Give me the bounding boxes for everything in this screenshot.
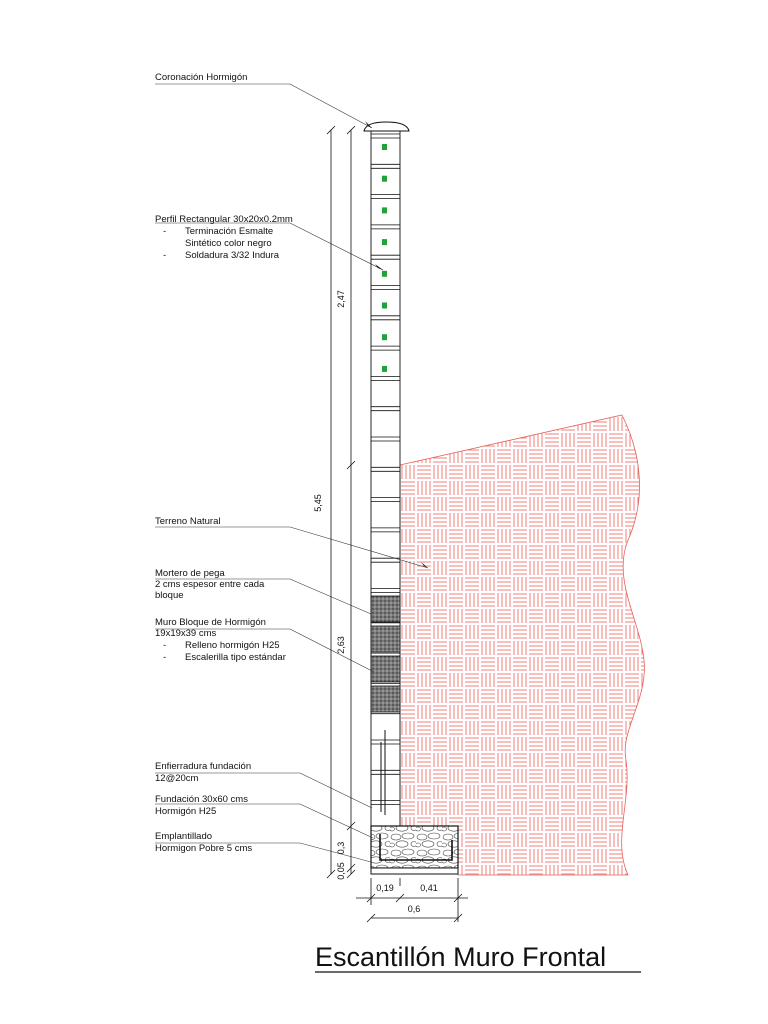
label-mortero-line2: bloque — [155, 590, 184, 601]
label-emplantillado-line1: Hormigon Pobre 5 cms — [155, 843, 252, 854]
label-enfierradura-title: Enfierradura fundación — [155, 761, 251, 772]
dim-width-footing: 0,41 — [420, 883, 438, 893]
label-fundacion-title: Fundación 30x60 cms — [155, 794, 248, 805]
concrete-blocks — [370, 595, 401, 713]
profile-marker — [382, 365, 387, 372]
dim-lower: 2,63 — [336, 636, 346, 654]
vertical-dimensions — [326, 125, 356, 879]
label-perfil-line1b: Sintético color negro — [185, 238, 272, 249]
label-mortero-line1: 2 cms espesor entre cada — [155, 579, 265, 590]
dim-upper: 2,47 — [336, 290, 346, 308]
label-muro-dash2: - — [163, 652, 166, 663]
horizontal-dimensions — [356, 878, 468, 923]
label-mortero-title: Mortero de pega — [155, 568, 225, 579]
blinding-layer — [370, 867, 459, 875]
dim-foundation: 0,3 — [336, 842, 346, 855]
profile-marker — [382, 239, 387, 246]
dim-width-total: 0,6 — [408, 904, 421, 914]
label-muro-title: Muro Bloque de Hormigón — [155, 617, 266, 628]
label-perfil-line2: Soldadura 3/32 Indura — [185, 250, 280, 261]
dim-base: 0,05 — [336, 862, 346, 880]
label-muro-item1: Relleno hormigón H25 — [185, 640, 280, 651]
label-perfil-title: Perfil Rectangular 30x20x0.2mm — [155, 214, 293, 225]
footing — [370, 825, 459, 869]
terrain-hatch — [399, 414, 645, 876]
dim-total-height: 5,45 — [313, 494, 323, 512]
label-perfil-dash2: - — [163, 250, 166, 261]
label-enfierradura-line1: 12@20cm — [155, 773, 199, 784]
label-terreno: Terreno Natural — [155, 516, 220, 527]
label-muro-item2: Escalerilla tipo estándar — [185, 652, 286, 663]
wall-rebar — [380, 730, 386, 815]
label-perfil-line1: Terminación Esmalte — [185, 226, 273, 237]
leader-arrows — [365, 121, 428, 568]
dim-width-wall: 0,19 — [376, 883, 394, 893]
wall-column — [370, 129, 401, 827]
crown-cap — [363, 121, 410, 132]
drawing-title: Escantillón Muro Frontal — [315, 942, 606, 972]
profile-marker — [382, 334, 387, 341]
label-coronacion: Coronación Hormigón — [155, 72, 247, 83]
leader-lines — [155, 83, 429, 863]
label-muro-line1: 19x19x39 cms — [155, 628, 217, 639]
label-perfil-dash1: - — [163, 226, 166, 237]
profile-marker — [382, 175, 387, 182]
profile-marker — [382, 144, 387, 150]
footing-rebar — [379, 834, 453, 861]
label-muro-dash1: - — [163, 640, 166, 651]
profile-markers — [382, 144, 387, 372]
label-emplantillado-title: Emplantillado — [155, 831, 212, 842]
profile-marker — [382, 302, 387, 309]
label-fundacion-line1: Hormigón H25 — [155, 806, 216, 817]
profile-marker — [382, 270, 387, 277]
profile-marker — [382, 207, 387, 214]
